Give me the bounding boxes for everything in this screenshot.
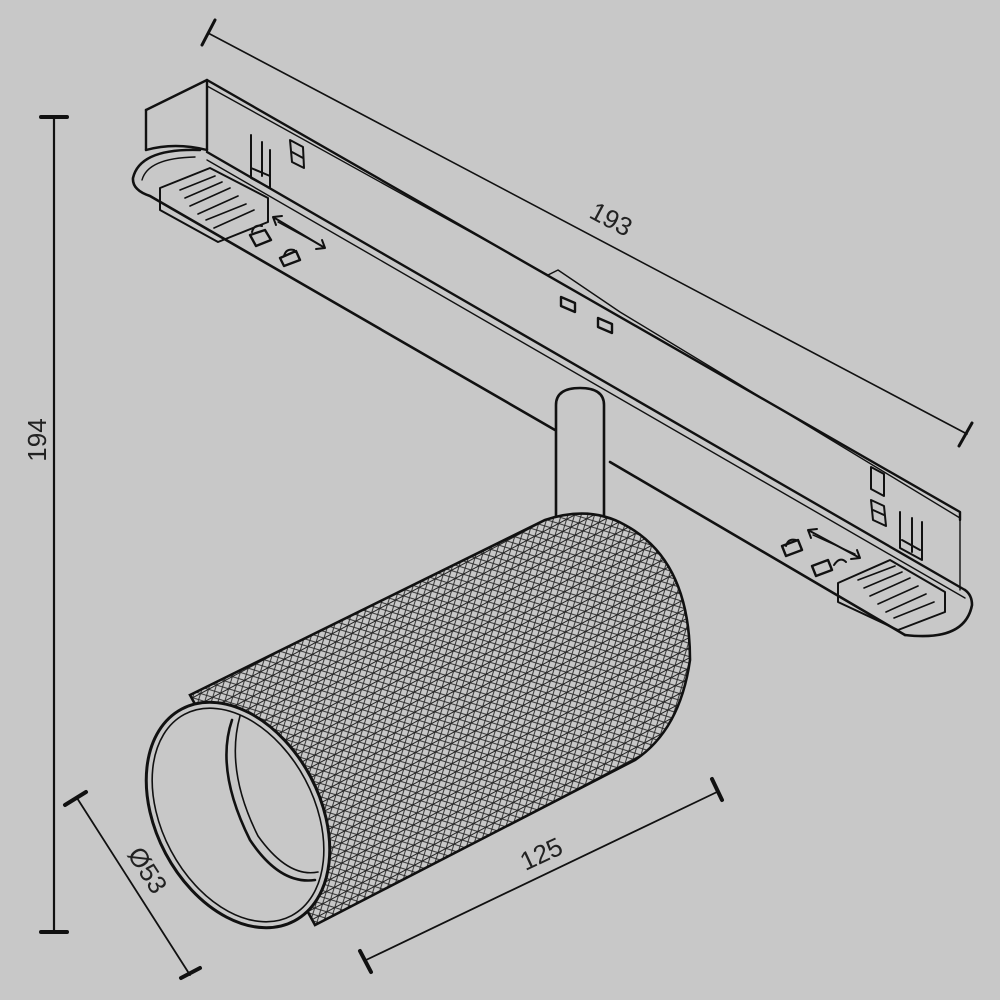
dimension-label-height: 194 — [22, 418, 52, 461]
track-adapter — [131, 78, 974, 638]
lock-icon — [278, 248, 302, 268]
unlock-icon — [248, 224, 273, 248]
front-ring — [144, 700, 332, 930]
dimension-rail-length: 193 — [200, 18, 974, 448]
grille-icon — [837, 559, 946, 631]
double-arrow-icon — [807, 528, 861, 560]
mounting-stem — [554, 386, 606, 522]
lock-icon — [780, 538, 804, 558]
dimension-label-body-length: 125 — [515, 831, 567, 877]
dimension-height: 194 — [22, 115, 69, 934]
double-arrow-icon — [272, 215, 326, 250]
grille-icon — [159, 167, 269, 243]
unlock-icon — [810, 558, 847, 578]
dimension-diameter: Ø53 — [63, 790, 202, 980]
